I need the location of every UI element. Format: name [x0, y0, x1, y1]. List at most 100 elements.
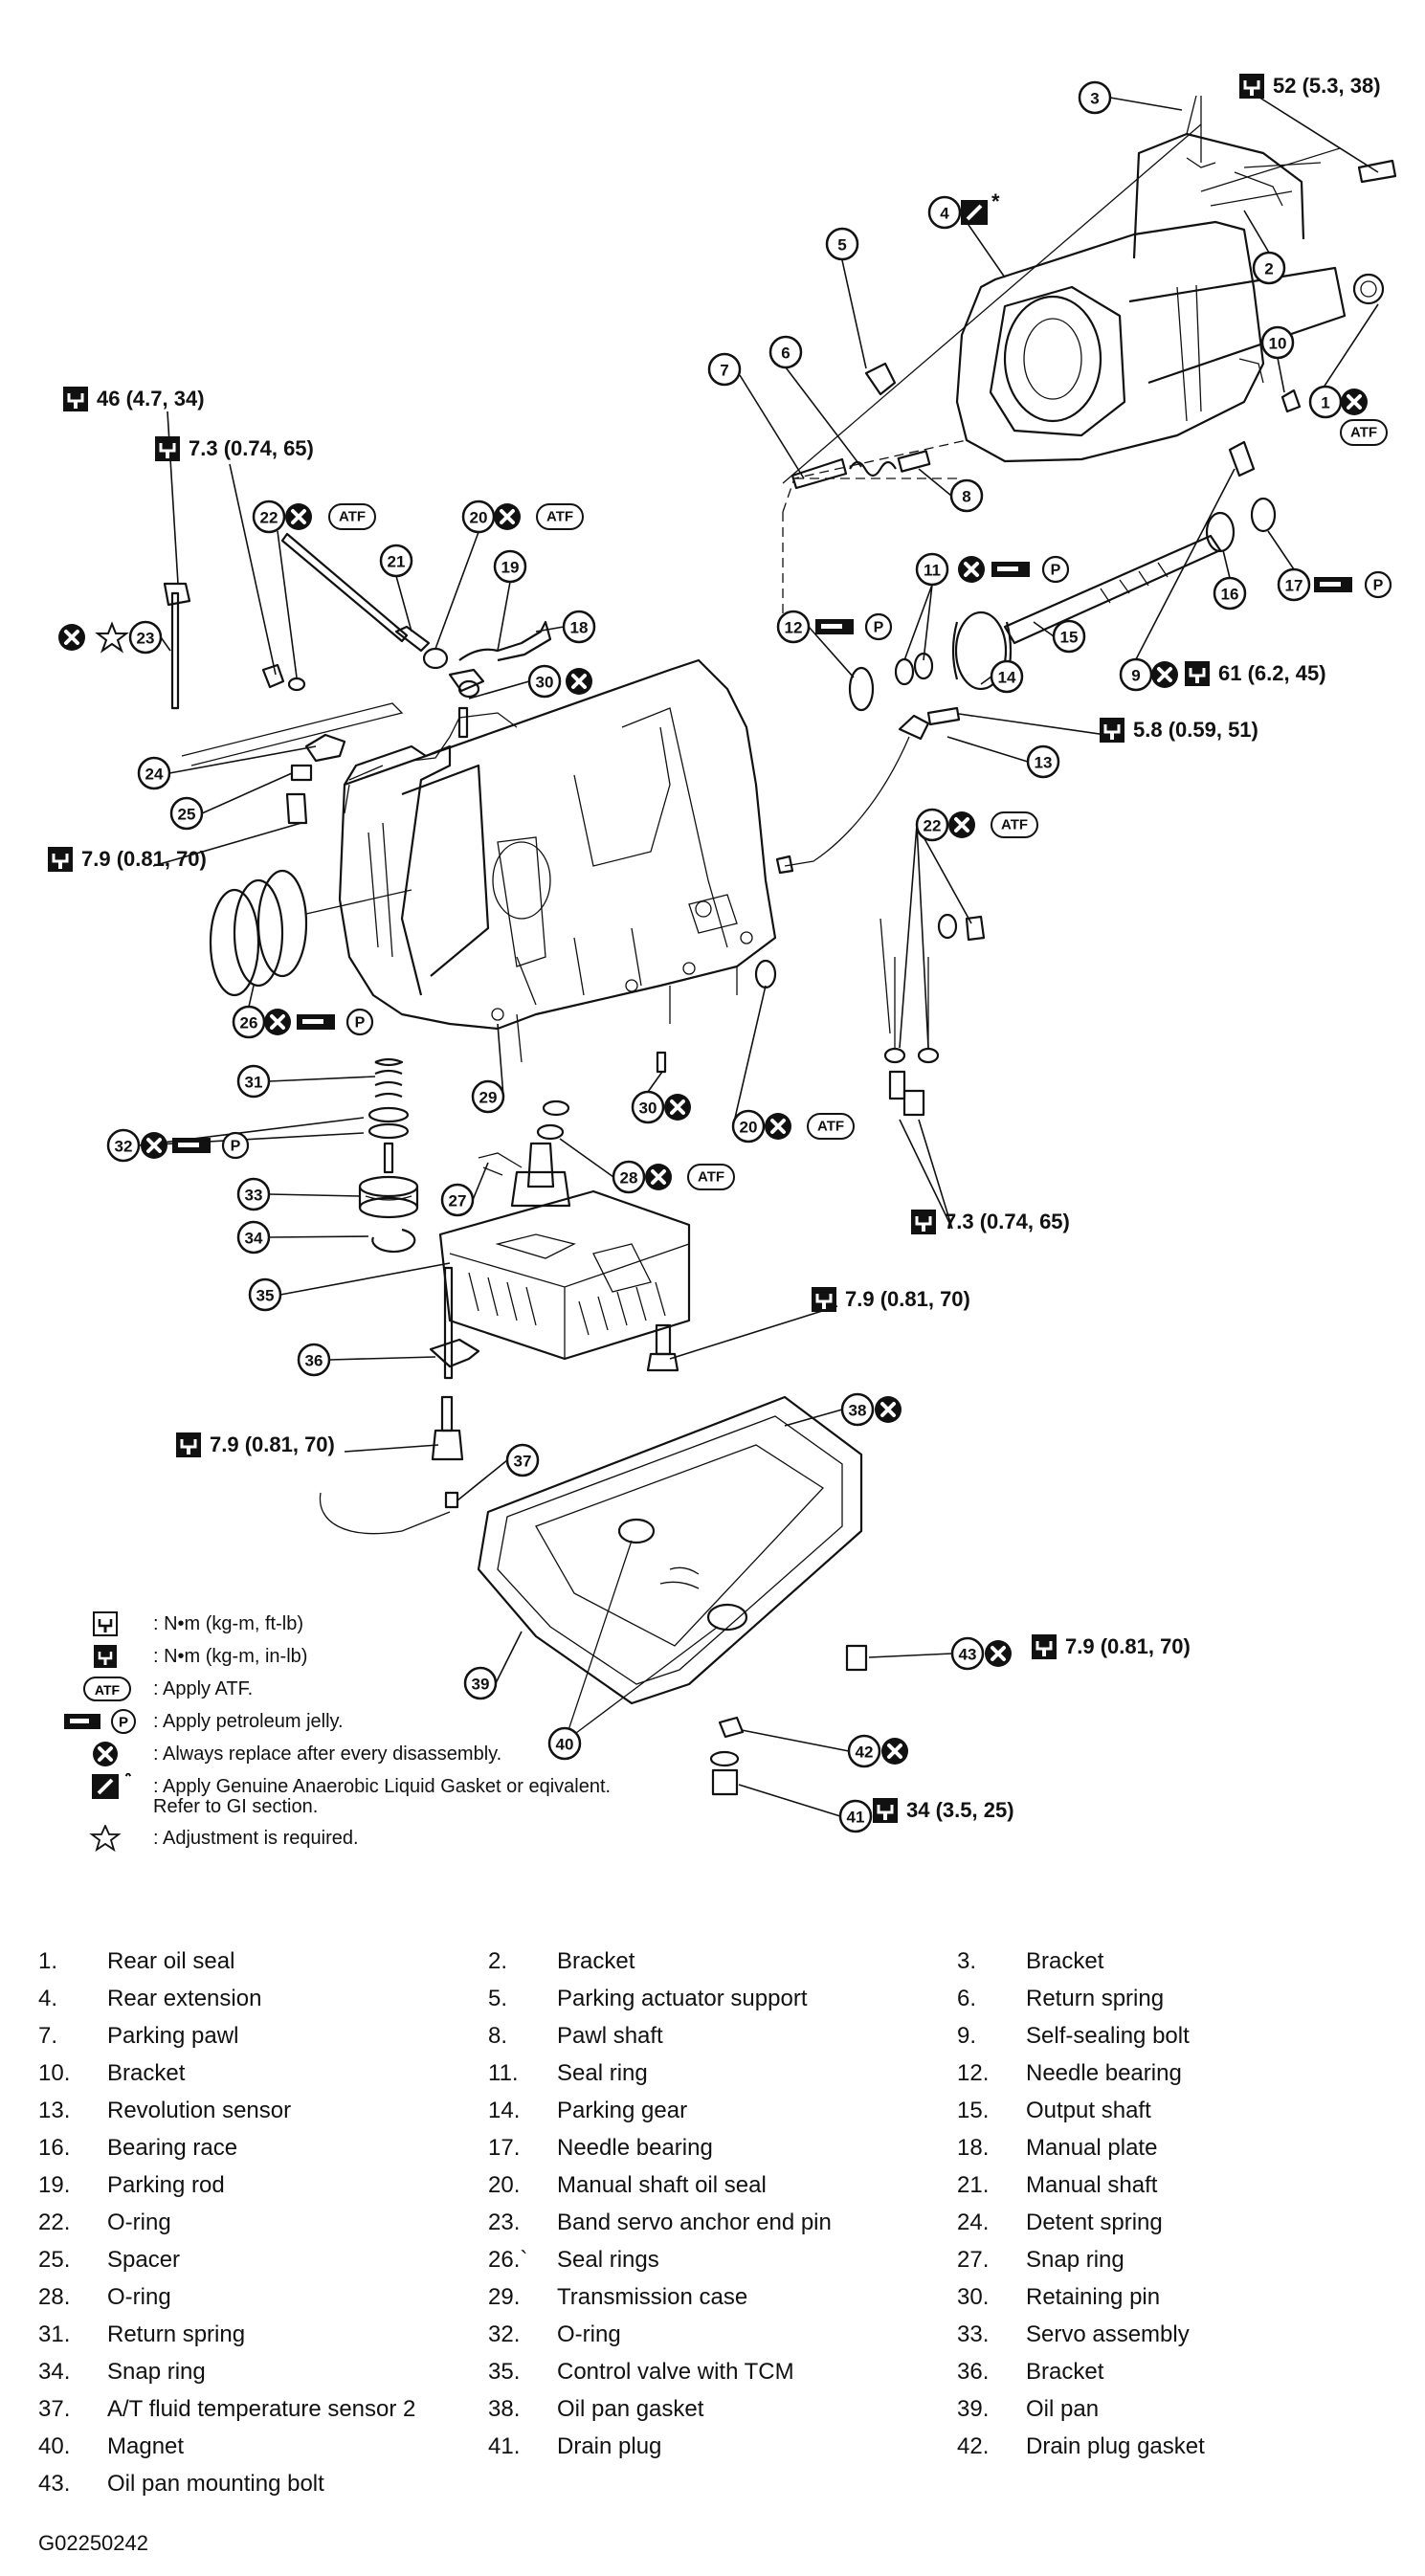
part-entry: 43.Oil pan mounting bolt: [38, 2465, 324, 2502]
torque-spec: 61 (6.2, 45): [1183, 659, 1326, 688]
part-name: Parking rod: [107, 2172, 225, 2198]
callout-17: 17: [1277, 567, 1311, 602]
legend-row-star: : Adjustment is required.: [77, 1822, 746, 1854]
callout-13: 13: [1026, 744, 1060, 779]
legend-row-jelly: P : Apply petroleum jelly.: [64, 1705, 746, 1738]
legend-row-gasket: * : Apply Genuine Anaerobic Liquid Gaske…: [77, 1770, 746, 1803]
part-number: 28.: [38, 2284, 71, 2310]
callout-number: 38: [849, 1402, 867, 1420]
wrench-icon: [909, 1208, 938, 1236]
part-number: 1.: [38, 1948, 58, 1974]
callout-43: 43: [950, 1636, 985, 1671]
part-entry: 38.Oil pan gasket: [488, 2390, 703, 2428]
torque-value: 7.9 (0.81, 70): [210, 1432, 335, 1456]
callout-number: 8: [962, 488, 970, 506]
part-number: 7.: [38, 2023, 58, 2049]
callout-26: 26: [232, 1005, 266, 1039]
callout-19: 19: [493, 549, 527, 584]
part-name: Bracket: [107, 2060, 186, 2086]
part-number: 12.: [957, 2060, 990, 2086]
part-name: Retaining pin: [1026, 2284, 1161, 2310]
part-entry: 14. Parking gear: [488, 2092, 687, 2129]
part-entry: 18.Manual plate: [957, 2129, 1157, 2166]
callout-number: 36: [305, 1352, 323, 1370]
part-number: 19.: [38, 2172, 71, 2198]
part-number: 22.: [38, 2210, 71, 2235]
callout-number: 34: [245, 1230, 263, 1248]
callout-40: 40: [547, 1726, 582, 1761]
torque-value: 7.3 (0.74, 65): [945, 1210, 1070, 1233]
callout-36: 36: [297, 1343, 331, 1377]
part-name: Output shaft: [1026, 2098, 1151, 2123]
part-name: Detent spring: [1026, 2210, 1163, 2235]
part-number: 9.: [957, 2023, 977, 2049]
control-valve: [429, 913, 986, 1461]
callout-number: 35: [256, 1287, 275, 1305]
part-entry: 7.Parking pawl: [38, 2017, 238, 2054]
part-name: O-ring: [107, 2210, 171, 2235]
callout-42: 42: [847, 1734, 881, 1768]
part-number: 20.: [488, 2172, 521, 2198]
part-name: O-ring: [557, 2321, 621, 2347]
part-name: Drain plug gasket: [1026, 2433, 1205, 2459]
legend-row-atf: ATF : Apply ATF.: [77, 1673, 746, 1705]
part-number: 15.: [957, 2098, 990, 2123]
callout-12: 12: [776, 610, 811, 644]
part-number: 41.: [488, 2433, 521, 2459]
callout-number: 13: [1035, 754, 1053, 772]
part-number: 6.: [957, 1986, 977, 2011]
part-entry: 17.Needle bearing: [488, 2129, 713, 2166]
part-name: Self-sealing bolt: [1026, 2023, 1190, 2049]
callout-18: 18: [562, 610, 596, 644]
part-entry: 13.Revolution sensor: [38, 2092, 291, 2129]
part-number: 21.: [957, 2172, 990, 2198]
part-name: Parking gear: [557, 2098, 688, 2123]
wrench-icon: [810, 1285, 838, 1314]
callout-number: 19: [501, 559, 520, 577]
legend-text: : Apply ATF.: [153, 1678, 254, 1699]
callout-41: 41: [838, 1799, 873, 1833]
part-entry: 39.Oil pan: [957, 2390, 1099, 2428]
callout-number: 37: [514, 1453, 532, 1471]
wrench-icon: [93, 1611, 118, 1636]
gasket-asterisk: *: [991, 189, 1000, 213]
part-entry: 3.Bracket: [957, 1943, 1103, 1980]
part-name: Needle bearing: [1026, 2060, 1182, 2086]
part-name: Oil pan gasket: [557, 2396, 704, 2422]
atf-markers: ATF ATF ATF ATF ATF ATF: [328, 419, 1388, 1190]
callout-31: 31: [236, 1064, 271, 1099]
callout-35: 35: [248, 1277, 282, 1312]
part-number: 31.: [38, 2321, 71, 2347]
part-number: 33.: [957, 2321, 990, 2347]
part-name: Seal ring: [557, 2060, 648, 2086]
callout-7: 7: [707, 352, 742, 387]
svg-text:ATF: ATF: [546, 509, 573, 525]
callout-4: 4: [927, 195, 962, 230]
callout-number: 24: [145, 766, 164, 784]
callout-number: 27: [449, 1192, 467, 1210]
part-entry: 6.Return spring: [957, 1980, 1164, 2017]
wrench-icon: [871, 1796, 900, 1825]
callout-39: 39: [463, 1666, 498, 1700]
callout-8: 8: [949, 478, 984, 513]
part-entry: 24.Detent spring: [957, 2204, 1163, 2241]
legend-row-wrench-in: : N•m (kg-m, in-lb): [77, 1640, 746, 1673]
parts-row: 13.Revolution sensor 14. Parking gear 15. Ou…: [38, 2092, 1397, 2129]
part-entry: 10.Bracket: [38, 2054, 185, 2092]
callout-number: 41: [847, 1809, 865, 1827]
torque-spec: 7.3 (0.74, 65): [909, 1208, 1070, 1236]
part-number: 14.: [488, 2098, 521, 2123]
part-entry: 41.Drain plug: [488, 2428, 661, 2465]
callout-number: 32: [115, 1138, 133, 1156]
callout-number: 43: [959, 1646, 977, 1664]
part-number: 27.: [957, 2247, 990, 2273]
callout-21: 21: [379, 544, 413, 578]
wrench-icon: [174, 1431, 203, 1459]
legend-text: : Always replace after every disassembly…: [153, 1743, 502, 1765]
callout-30: 30: [527, 664, 562, 699]
callout-number: 25: [178, 806, 196, 824]
wrench-icon: [46, 845, 75, 874]
svg-text:ATF: ATF: [817, 1119, 844, 1135]
part-name: O-ring: [107, 2284, 171, 2310]
